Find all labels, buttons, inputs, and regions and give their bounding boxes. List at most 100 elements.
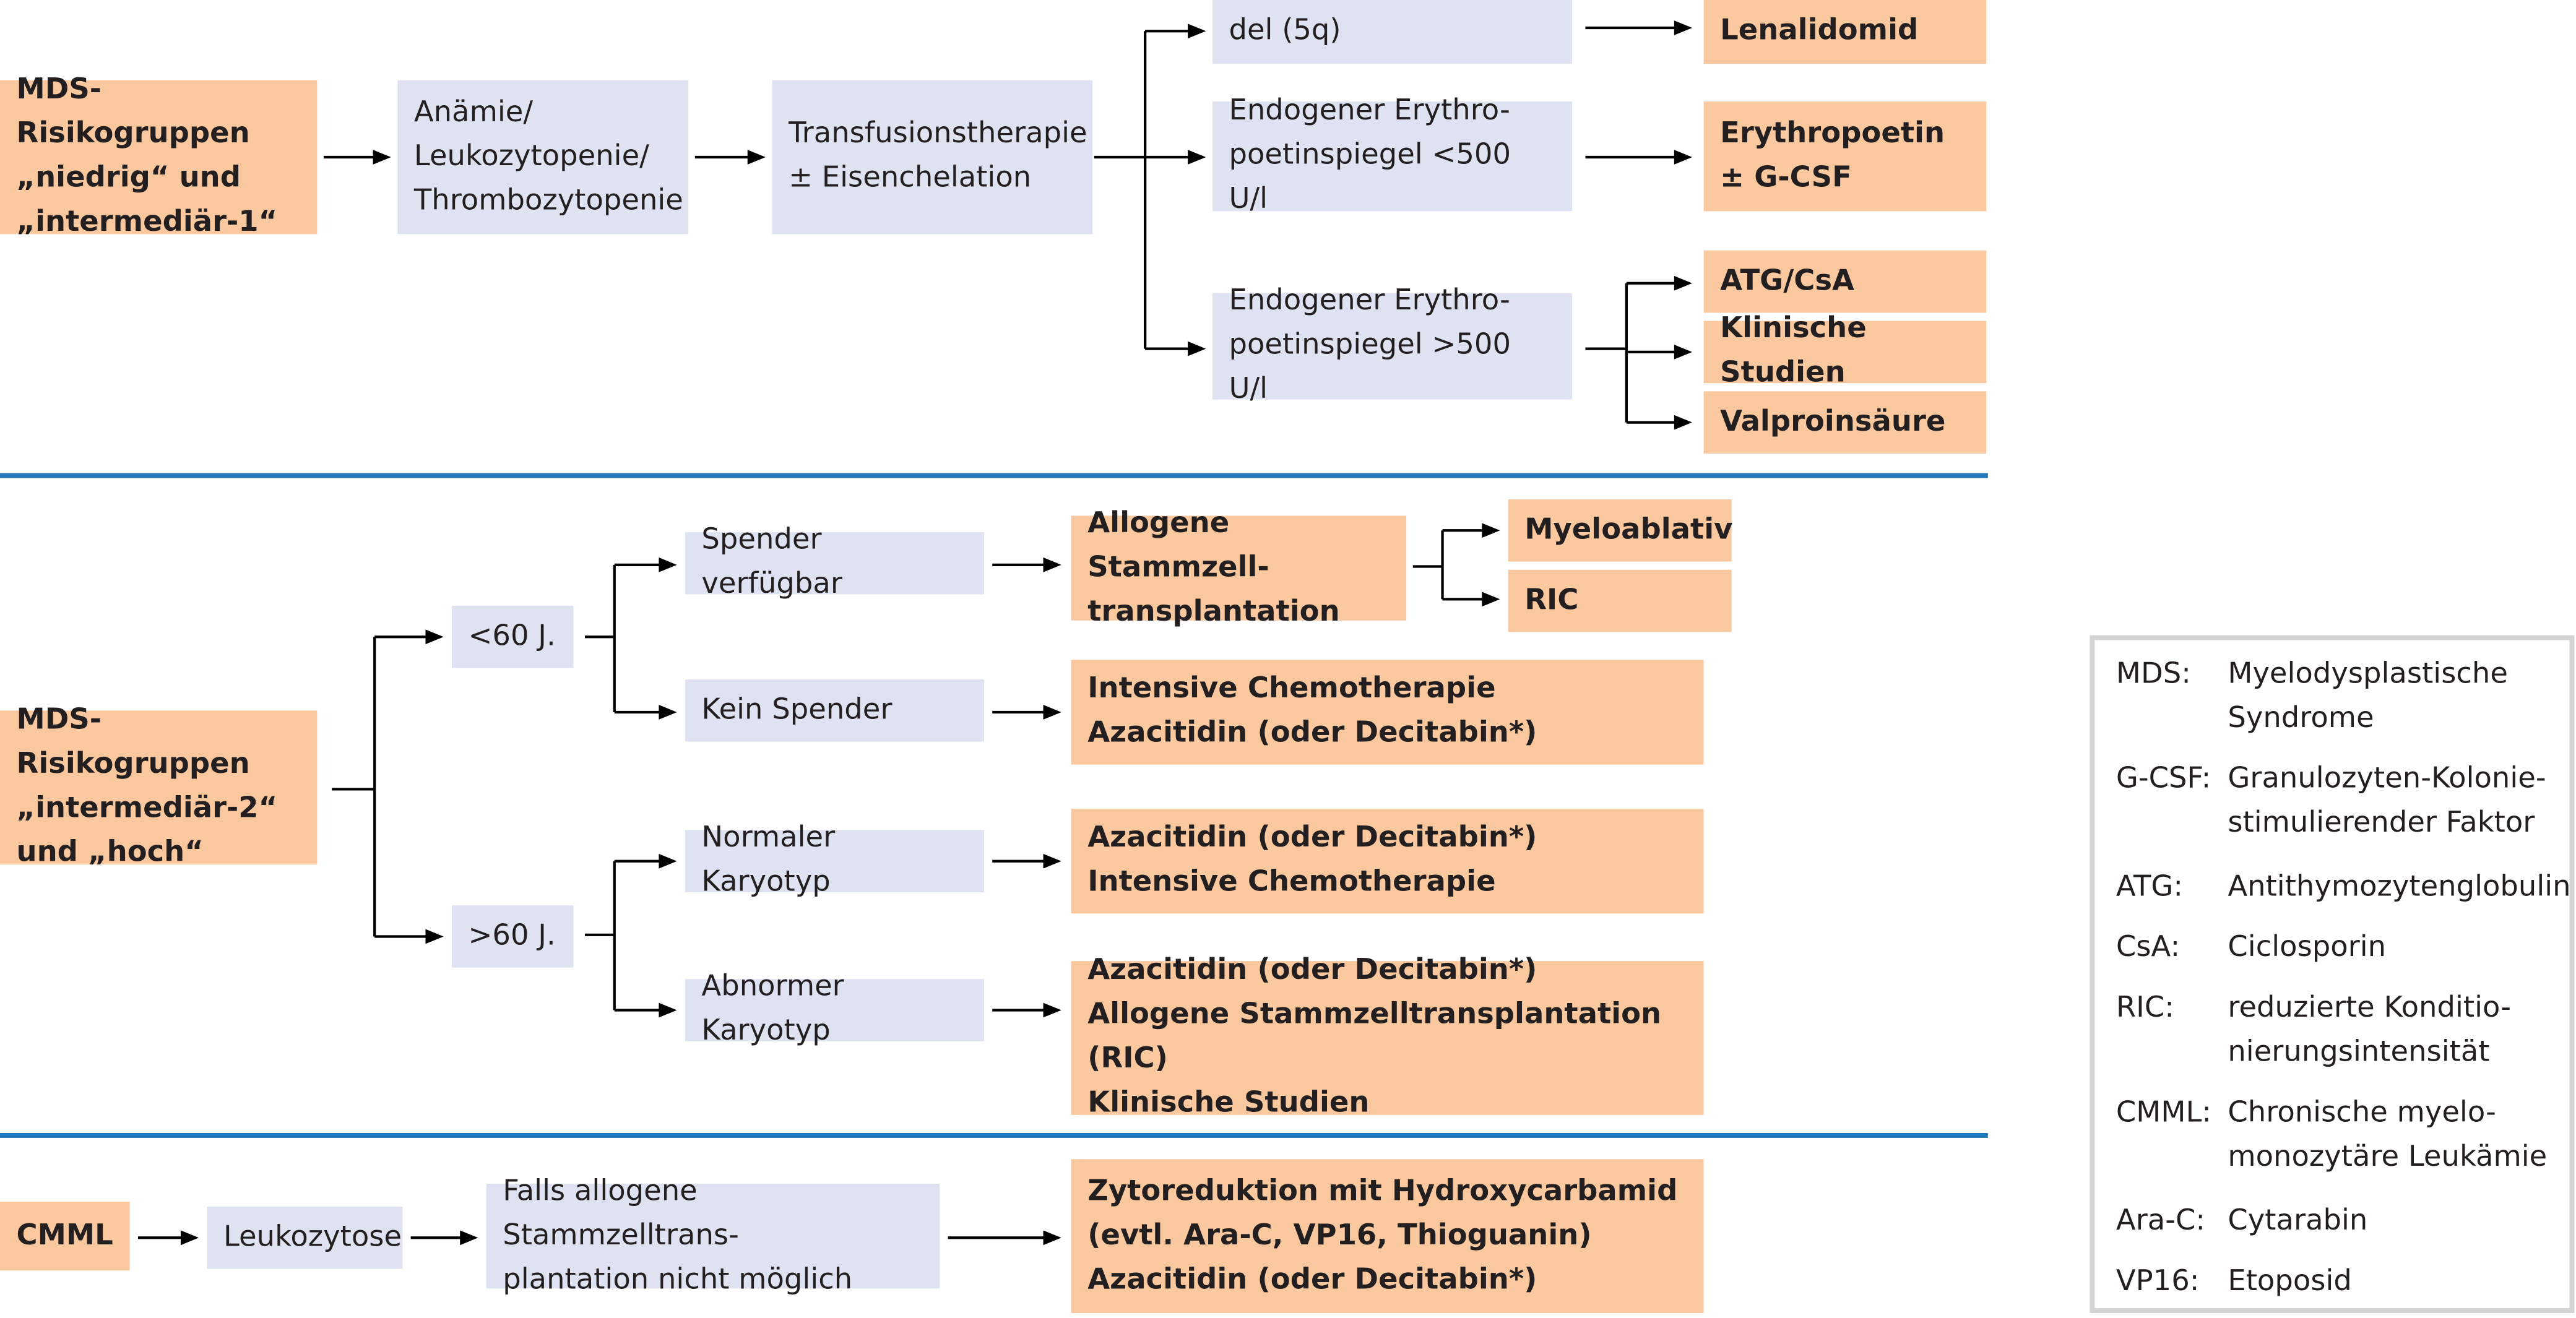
box-cmml: CMML xyxy=(0,1202,130,1271)
arrowhead-43 xyxy=(1043,557,1061,572)
arrowhead-39 xyxy=(659,853,677,869)
legend-abbr-arac: Ara-C: xyxy=(2116,1205,2206,1238)
box-mds-low-risk: MDS-Risikogruppen „niedrig“ und „interme… xyxy=(0,74,318,239)
box-epo-high-text: Endogener Erythro- poetinspiegel >500 U/… xyxy=(1229,285,1511,407)
legend-abbr-ric: RIC: xyxy=(2116,992,2174,1025)
box-atg-csa: ATG/CsA xyxy=(1703,250,1987,313)
box-abnormal-karyotype: Abnormer Karyotyp xyxy=(685,971,984,1048)
box-erythropoetin: Erythropoetin ± G-CSF xyxy=(1703,101,1987,212)
arrowhead-47 xyxy=(1043,853,1061,869)
box-mds-high-risk: MDS-Risikogruppen „intermediär-2“ und „h… xyxy=(0,704,318,869)
box-myeloablativ-text: Myeloablativ xyxy=(1524,513,1733,546)
box-cytopenia: Anämie/ Leukozytopenie/ Thrombozytopenie xyxy=(397,80,689,235)
legend-abbr-vp16: VP16: xyxy=(2116,1265,2200,1299)
box-age-under-60-text: <60 J. xyxy=(468,619,556,653)
legend-def-arac: Cytarabin xyxy=(2228,1205,2368,1238)
box-valproinsaeure: Valproinsäure xyxy=(1703,391,1987,454)
arrowhead-21 xyxy=(1674,344,1693,360)
arrowhead-35 xyxy=(659,705,677,720)
box-erythropoetin-text: Erythropoetin ± G-CSF xyxy=(1720,117,1945,194)
box-result-no-donor: Intensive Chemotherapie Azacitidin (oder… xyxy=(1071,660,1704,765)
arrowhead-13 xyxy=(1674,20,1693,35)
box-del5q-text: del (5q) xyxy=(1229,14,1341,48)
box-cytopenia-text: Anämie/ Leukozytopenie/ Thrombozytopenie xyxy=(413,95,683,217)
arrowhead-49 xyxy=(1043,1002,1061,1018)
box-result-abnormal-karyotype: Azacitidin (oder Decitabin*) Allogene St… xyxy=(1071,955,1704,1120)
box-mds-high-risk-text: MDS-Risikogruppen „intermediär-2“ und „h… xyxy=(16,704,278,869)
box-del5q: del (5q) xyxy=(1212,0,1573,64)
box-transplant-not-possible-text: Falls allogene Stammzelltrans- plantatio… xyxy=(503,1174,853,1296)
box-mds-low-risk-text: MDS-Risikogruppen „niedrig“ und „interme… xyxy=(16,74,278,239)
section-separator-2 xyxy=(0,1132,1988,1138)
arrowhead-41 xyxy=(659,1002,677,1018)
legend-def-vp16: Etoposid xyxy=(2228,1265,2352,1299)
box-result-normal-karyotype: Azacitidin (oder Decitabin*) Intensive C… xyxy=(1071,809,1704,914)
box-ric-text: RIC xyxy=(1524,584,1579,617)
box-allogeneic-transplant-text: Allogene Stammzell- transplantation xyxy=(1087,506,1340,628)
arrowhead-15 xyxy=(1674,150,1693,165)
box-clinical-studies-1: Klinische Studien xyxy=(1703,312,1987,390)
box-epo-low-text: Endogener Erythro- poetinspiegel <500 U/… xyxy=(1229,95,1511,217)
legend-def-mds: Myelodysplastische Syndrome xyxy=(2228,658,2508,736)
arrowhead-53 xyxy=(1482,523,1500,538)
box-normal-karyotype: Normaler Karyotyp xyxy=(685,822,984,899)
box-donor-available: Spender verfügbar xyxy=(685,524,984,601)
arrowhead-7 xyxy=(1188,24,1206,39)
legend-def-atg: Antithymozytenglobulin xyxy=(2228,871,2571,904)
arrowhead-57 xyxy=(180,1230,199,1246)
box-epo-high: Endogener Erythro- poetinspiegel >500 U/… xyxy=(1212,285,1573,406)
legend-abbr-csa: CsA: xyxy=(2116,931,2181,965)
box-transfusion-therapy: Transfusionstherapie ± Eisenchelation xyxy=(772,80,1093,235)
box-transplant-not-possible: Falls allogene Stammzelltrans- plantatio… xyxy=(486,1174,940,1296)
box-lenalidomid: Lenalidomid xyxy=(1703,0,1987,64)
arrowhead-33 xyxy=(659,557,677,572)
box-result-cmml-text: Zytoreduktion mit Hydroxycarbamid (evtl.… xyxy=(1087,1174,1678,1296)
legend-abbr-gcsf: G-CSF: xyxy=(2116,762,2211,796)
arrowhead-61 xyxy=(1043,1230,1061,1246)
box-abnormal-karyotype-text: Abnormer Karyotyp xyxy=(701,971,844,1048)
box-donor-available-text: Spender verfügbar xyxy=(701,523,842,601)
box-allogeneic-transplant: Allogene Stammzell- transplantation xyxy=(1071,507,1407,628)
arrowhead-55 xyxy=(1482,592,1500,607)
box-clinical-studies-1-text: Klinische Studien xyxy=(1720,312,1867,390)
box-age-over-60: >60 J. xyxy=(451,905,574,968)
box-epo-low: Endogener Erythro- poetinspiegel <500 U/… xyxy=(1212,95,1573,216)
legend-abbr-cmml: CMML: xyxy=(2116,1096,2212,1130)
box-ric: RIC xyxy=(1508,569,1732,632)
arrowhead-11 xyxy=(1188,341,1206,356)
box-leukocytosis: Leukozytose xyxy=(207,1207,403,1269)
box-valproinsaeure-text: Valproinsäure xyxy=(1720,405,1946,438)
legend-abbr-mds: MDS: xyxy=(2116,658,2191,691)
box-myeloablativ: Myeloablativ xyxy=(1508,499,1732,562)
arrowhead-3 xyxy=(747,150,766,165)
box-no-donor-text: Kein Spender xyxy=(701,693,893,726)
arrowhead-1 xyxy=(373,150,391,165)
box-transfusion-therapy-text: Transfusionstherapie ± Eisenchelation xyxy=(789,118,1087,195)
box-atg-csa-text: ATG/CsA xyxy=(1720,264,1854,298)
legend-def-cmml: Chronische myelo- monozytäre Leukämie xyxy=(2228,1096,2548,1174)
arrowhead-59 xyxy=(460,1230,478,1246)
legend-def-csa: Ciclosporin xyxy=(2228,931,2387,965)
arrowhead-45 xyxy=(1043,705,1061,720)
legend-abbr-atg: ATG: xyxy=(2116,871,2184,904)
box-no-donor: Kein Spender xyxy=(685,679,984,742)
box-result-normal-karyotype-text: Azacitidin (oder Decitabin*) Intensive C… xyxy=(1087,822,1537,899)
arrowhead-27 xyxy=(425,629,444,645)
box-age-over-60-text: >60 J. xyxy=(468,919,556,952)
arrowhead-19 xyxy=(1674,275,1693,291)
abbreviation-legend: MDS: Myelodysplastische Syndrome G-CSF: … xyxy=(2090,635,2575,1314)
box-cmml-text: CMML xyxy=(16,1218,113,1252)
box-normal-karyotype-text: Normaler Karyotyp xyxy=(701,822,836,899)
legend-def-gcsf: Granulozyten-Kolonie- stimulierender Fak… xyxy=(2228,762,2546,840)
arrowhead-23 xyxy=(1674,415,1693,430)
box-result-no-donor-text: Intensive Chemotherapie Azacitidin (oder… xyxy=(1087,673,1537,750)
arrowhead-29 xyxy=(425,929,444,944)
section-separator-1 xyxy=(0,473,1988,478)
box-result-cmml: Zytoreduktion mit Hydroxycarbamid (evtl.… xyxy=(1071,1159,1704,1314)
legend-def-ric: reduzierte Konditio- nierungsintensität xyxy=(2228,992,2512,1069)
box-leukocytosis-text: Leukozytose xyxy=(223,1220,402,1254)
box-lenalidomid-text: Lenalidomid xyxy=(1720,14,1919,48)
box-age-under-60: <60 J. xyxy=(451,605,574,668)
